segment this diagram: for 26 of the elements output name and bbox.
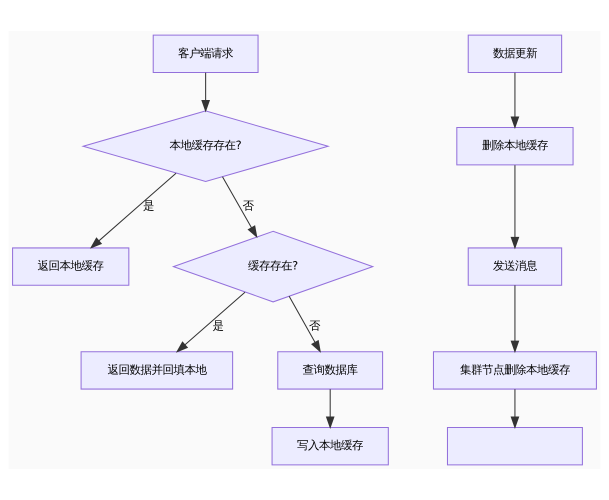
node-box: 返回数据并回填本地 <box>80 351 234 390</box>
edge-label: 否 <box>309 318 320 333</box>
node-box: 删除本地缓存 <box>456 127 574 166</box>
node-box <box>446 426 583 466</box>
arrow <box>201 72 210 112</box>
node-diamond: 缓存存在? <box>172 230 374 302</box>
arrow <box>326 389 335 430</box>
arrow <box>288 296 321 353</box>
edge-label: 是 <box>143 198 154 212</box>
node-box: 发送消息 <box>468 247 562 286</box>
arrow <box>176 292 246 353</box>
node-box: 查询数据库 <box>277 351 384 390</box>
arrow <box>510 72 520 129</box>
arrow <box>90 172 176 249</box>
node-box: 客户端请求 <box>152 34 259 74</box>
edge-label: 否 <box>242 198 254 212</box>
arrow <box>510 389 520 430</box>
edge-label: 是 <box>212 318 224 333</box>
arrow <box>510 285 520 354</box>
arrow <box>510 165 520 250</box>
arrow <box>222 176 258 238</box>
node-box: 返回本地缓存 <box>12 247 130 286</box>
node-diamond: 本地缓存存在? <box>81 110 330 182</box>
node-box: 集群节点删除本地缓存 <box>432 351 597 390</box>
node-box: 写入本地缓存 <box>272 426 389 466</box>
node-box: 数据更新 <box>468 34 562 74</box>
